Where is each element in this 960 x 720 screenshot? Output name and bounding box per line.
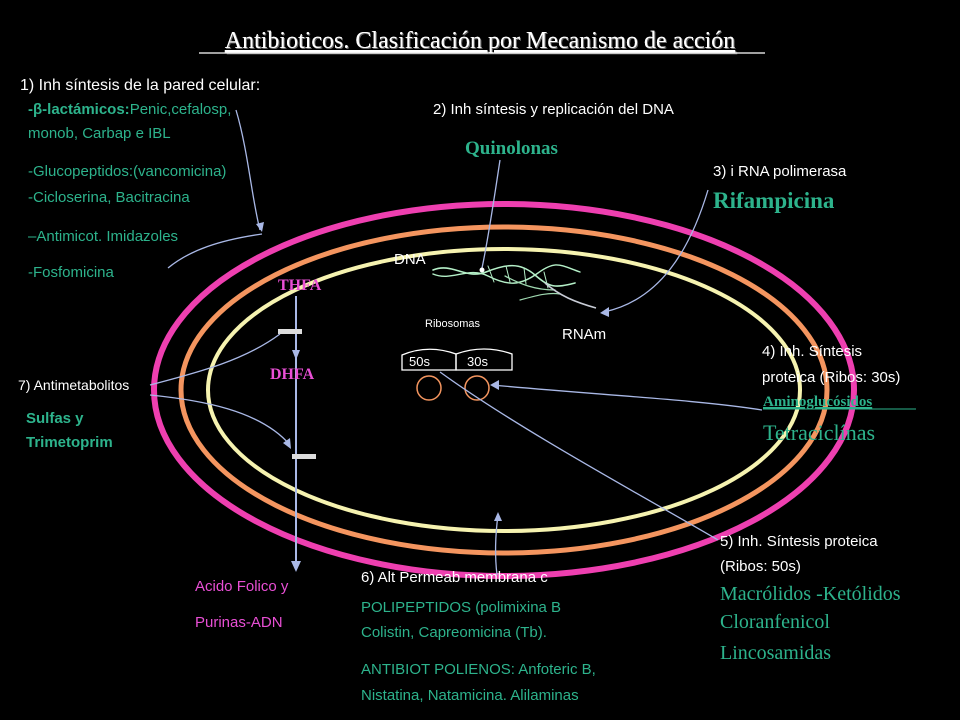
cytoplasmic-membrane	[206, 247, 802, 533]
group-dna-synthesis: 2) Inh síntesis y replicación del DNA Qu…	[433, 101, 674, 159]
ribosome	[401, 348, 513, 401]
cell-wall	[178, 224, 830, 556]
pointer-group1	[235, 109, 261, 231]
outer-membrane	[151, 201, 857, 579]
sub50-label: 50s	[409, 354, 430, 369]
group6-heading: 6) Alt Permeab membrana c	[361, 569, 548, 586]
inhibition-bar-2	[292, 454, 316, 459]
pointer-group5	[439, 371, 719, 541]
group5-heading-line1: 5) Inh. Síntesis proteica	[720, 533, 878, 550]
slide-title: Antibioticos. Clasificación por Mecanism…	[225, 28, 736, 54]
group6-line1: POLIPEPTIDOS (polimixina B	[361, 599, 561, 616]
group6-line3: ANTIBIOT POLIENOS: Anfoteric B,	[361, 661, 596, 678]
group-membrane-permeability: 6) Alt Permeab membrana c POLIPEPTIDOS (…	[361, 569, 596, 704]
thfa-label: THFA	[278, 277, 322, 294]
pointer-group7-b	[149, 394, 291, 446]
group5-drug2: Cloranfenicol	[720, 611, 830, 633]
pointer-lines	[149, 109, 763, 576]
folic-acid-line2: Purinas-ADN	[195, 614, 283, 631]
pointer-group7-a	[149, 333, 281, 386]
group1-heading: 1) Inh síntesis de la pared celular:	[20, 77, 260, 94]
folic-acid-line1: Acido Folico y	[195, 578, 289, 595]
pointer-group4	[491, 384, 763, 411]
group6-line4: Nistatina, Natamicina. Alilaminas	[361, 687, 579, 704]
pointer-group2	[481, 159, 501, 269]
group5-drug3: Lincosamidas	[720, 642, 831, 664]
group1-line2: monob, Carbap e IBL	[28, 125, 171, 142]
ribosome-subunit-30s	[455, 348, 513, 371]
group-rna-polymerase: 3) i RNA polimerasa Rifampicina	[713, 163, 847, 213]
beta-lactam-label: -β-lactámicos:	[28, 101, 130, 118]
inhibition-bar-1	[278, 329, 302, 334]
group7-heading: 7) Antimetabolitos	[18, 377, 129, 393]
sub30-label: 30s	[467, 354, 488, 369]
group7-drug1: Sulfas y	[26, 410, 84, 427]
pointer-group3	[603, 189, 709, 313]
group3-drug: Rifampicina	[713, 188, 835, 213]
beta-lactam-list: Penic,cefalosp,	[130, 101, 232, 118]
group1-line6: -Fosfomicina	[28, 264, 115, 281]
group-protein-synthesis-30s: 4) Inh. Síntesis proteica (Ribos: 30s) A…	[762, 343, 916, 445]
group7-drug2: Trimetoprim	[26, 434, 113, 451]
group5-heading-line2: (Ribos: 50s)	[720, 558, 801, 575]
group1-line4: -Cicloserina, Bacitracina	[28, 189, 190, 206]
ribosome-circle-right	[464, 375, 490, 401]
dhfa-label: DHFA	[270, 366, 315, 383]
group2-drug: Quinolonas	[465, 138, 558, 159]
group-cell-wall-synthesis: 1) Inh síntesis de la pared celular: -β-…	[20, 77, 260, 281]
group4-heading-line2: proteica (Ribos: 30s)	[762, 369, 900, 386]
group4-drug1: Aminoglucósidos	[763, 394, 872, 410]
group-antimetabolites: 7) Antimetabolitos Sulfas y Trimetoprim	[18, 377, 129, 451]
group1-line1: -β-lactámicos:Penic,cefalosp,	[28, 101, 231, 118]
cell-labels: DNA RNAm Ribosomas 50s 30s THFA DHFA Aci…	[195, 251, 606, 631]
group-protein-synthesis-50s: 5) Inh. Síntesis proteica (Ribos: 50s) M…	[720, 533, 901, 664]
group1-line5: –Antimicot. Imidazoles	[28, 228, 178, 245]
group3-heading: 3) i RNA polimerasa	[713, 163, 847, 180]
group2-heading: 2) Inh síntesis y replicación del DNA	[433, 101, 674, 118]
group1-line3: -Glucopeptidos:(vancomicina)	[28, 163, 226, 180]
group4-heading-line1: 4) Inh. Síntesis	[762, 343, 862, 360]
ribosomes-label: Ribosomas	[425, 318, 481, 330]
dna-strand	[432, 264, 581, 301]
dna-label: DNA	[394, 251, 426, 268]
ribosome-circle-left	[416, 375, 442, 401]
group4-drug2: Tetraciclínas	[763, 420, 875, 445]
pointer-group1-b	[167, 233, 263, 269]
rnam-strand	[544, 282, 597, 309]
rnam-label: RNAm	[562, 326, 606, 343]
group6-line2: Colistin, Capreomicina (Tb).	[361, 624, 547, 641]
group5-drug1: Macrólidos -Ketólidos	[720, 583, 901, 605]
folate-pathway	[278, 296, 316, 572]
